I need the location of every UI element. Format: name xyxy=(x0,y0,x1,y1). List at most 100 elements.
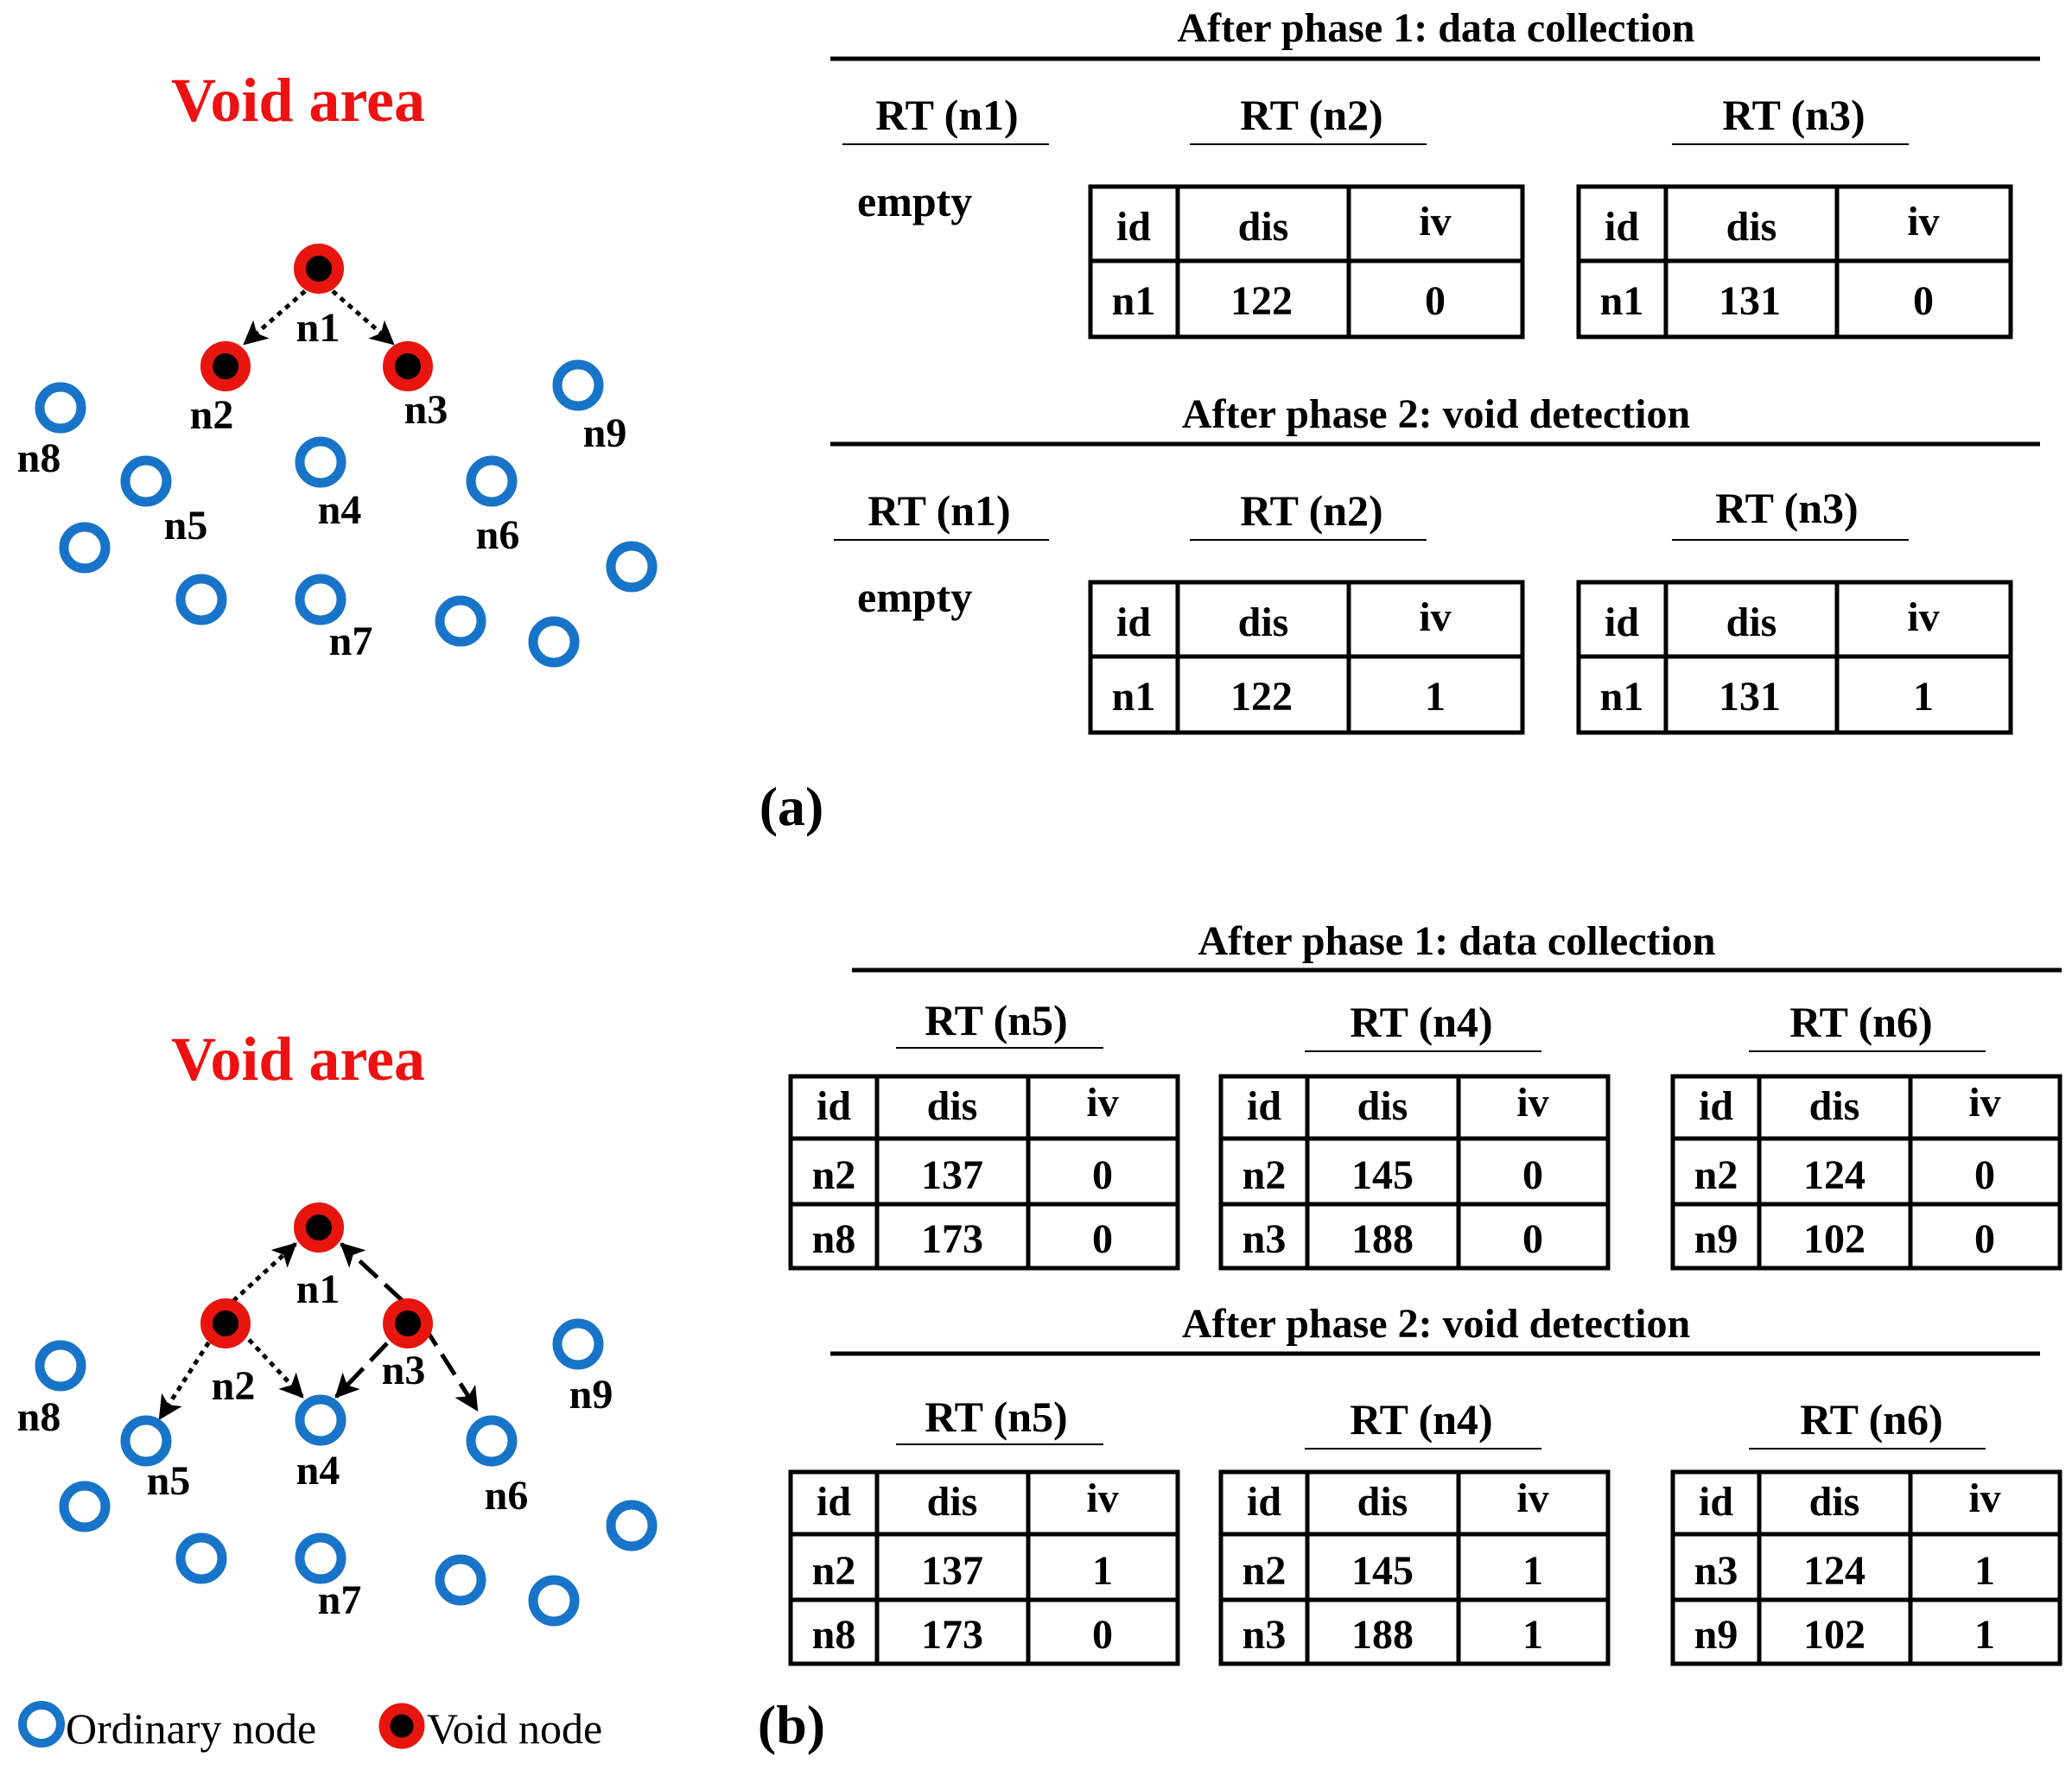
ordinary-node xyxy=(528,616,580,668)
table-header: id xyxy=(1247,1479,1281,1525)
table-header: iv xyxy=(1907,199,1939,244)
phase2-section-a: After phase 2: void detection RT (n1) RT… xyxy=(830,391,2040,735)
table-cell: 0 xyxy=(1092,1612,1113,1658)
table-cell: 145 xyxy=(1351,1152,1414,1198)
arrow-n2-n4 xyxy=(240,1330,304,1399)
table-cell: 0 xyxy=(1974,1152,1995,1198)
table-cell: 1 xyxy=(1522,1612,1543,1658)
ordinary-node xyxy=(175,1532,227,1584)
table-cell: 124 xyxy=(1803,1548,1865,1594)
void-node xyxy=(383,341,433,391)
table-cell: 0 xyxy=(1522,1152,1543,1198)
route-table: id dis iv n1 122 1 xyxy=(1088,580,1525,735)
table-cell: n1 xyxy=(1600,278,1644,324)
table-cell: 1 xyxy=(1092,1548,1113,1594)
table-cell: n3 xyxy=(1243,1612,1287,1658)
void-area-title: Void area xyxy=(171,1025,425,1094)
table-cell: n1 xyxy=(1112,674,1156,720)
phase-title: After phase 1: data collection xyxy=(1198,918,1715,964)
phase-title: After phase 2: void detection xyxy=(1182,1301,1690,1347)
table-cell: 137 xyxy=(921,1548,983,1594)
table-cell: 0 xyxy=(1092,1152,1113,1198)
route-table: id dis iv n1 122 0 xyxy=(1088,184,1525,339)
table-header: dis xyxy=(1238,600,1289,645)
ordinary-nodes-a xyxy=(35,359,658,668)
arrows-b xyxy=(157,1242,480,1420)
table-header: dis xyxy=(1809,1479,1860,1525)
table-cell: 173 xyxy=(921,1216,983,1262)
rt-label: RT (n5) xyxy=(925,1393,1067,1441)
ordinary-nodes-b xyxy=(35,1318,658,1627)
void-node xyxy=(200,1298,251,1348)
table-cell: 0 xyxy=(1425,278,1446,324)
ordinary-node xyxy=(552,359,604,411)
table-header: iv xyxy=(1086,1080,1118,1126)
table-cell: 145 xyxy=(1351,1548,1414,1594)
node-label-n4: n4 xyxy=(296,1448,340,1494)
table-cell: 122 xyxy=(1230,278,1293,324)
void-node xyxy=(294,244,344,294)
rt-label: RT (n2) xyxy=(1240,91,1382,139)
legend: Ordinary node Void node xyxy=(18,1701,602,1753)
node-label-n6: n6 xyxy=(485,1473,529,1519)
table-header: iv xyxy=(1419,199,1451,244)
ordinary-node xyxy=(435,595,486,647)
table-header: dis xyxy=(1238,204,1289,250)
arrows-a xyxy=(243,289,395,346)
ordinary-node xyxy=(466,1415,518,1467)
phase-title: After phase 2: void detection xyxy=(1182,391,1690,437)
table-header: id xyxy=(1605,204,1639,250)
rt-label: RT (n4) xyxy=(1350,1395,1492,1443)
arrow-n1-n3 xyxy=(331,289,395,346)
ordinary-node xyxy=(552,1318,604,1370)
table-cell: n9 xyxy=(1694,1216,1738,1262)
void-area-title: Void area xyxy=(171,66,425,135)
node-label-n2: n2 xyxy=(212,1363,256,1409)
table-header: id xyxy=(1116,600,1151,645)
rt-label: RT (n5) xyxy=(925,996,1067,1044)
network-b: Void area xyxy=(17,1025,658,1627)
phase2-section-b: After phase 2: void detection RT (n5) RT… xyxy=(788,1301,2062,1666)
panel-label-a: (a) xyxy=(760,776,824,837)
ordinary-node xyxy=(59,522,111,574)
phase1-section-a: After phase 1: data collection RT (n1) R… xyxy=(830,5,2040,339)
node-label-n8: n8 xyxy=(17,435,61,481)
arrow-n3-n1 xyxy=(340,1242,404,1303)
node-label-n6: n6 xyxy=(476,512,520,558)
table-cell: 0 xyxy=(1974,1216,1995,1262)
route-table: id dis iv n2 145 1 n3 188 1 xyxy=(1218,1469,1611,1666)
table-cell: 124 xyxy=(1803,1152,1865,1198)
legend-void-label: Void node xyxy=(427,1704,602,1753)
rt-label: RT (n3) xyxy=(1715,484,1858,532)
route-table: id dis iv n1 131 1 xyxy=(1576,580,2013,735)
table-cell: n3 xyxy=(1694,1548,1738,1594)
table-cell: 102 xyxy=(1803,1612,1865,1658)
table-header: dis xyxy=(1726,204,1777,250)
empty-text: empty xyxy=(857,177,972,225)
panel-b: Void area xyxy=(17,918,2062,1755)
table-cell: 1 xyxy=(1974,1612,1995,1658)
arrow-n3-n6 xyxy=(421,1323,480,1412)
arrow-n2-n5 xyxy=(157,1332,217,1420)
ordinary-node xyxy=(295,1394,346,1446)
node-label-n5: n5 xyxy=(147,1458,191,1504)
node-label-n8: n8 xyxy=(17,1394,61,1440)
node-label-n4: n4 xyxy=(318,487,362,533)
table-header: id xyxy=(817,1479,851,1525)
table-cell: 102 xyxy=(1803,1216,1865,1262)
table-header: dis xyxy=(1357,1479,1408,1525)
table-header: iv xyxy=(1968,1080,2000,1126)
table-cell: 1 xyxy=(1425,674,1446,720)
route-table: id dis iv n2 137 1 n8 173 0 xyxy=(788,1469,1180,1666)
table-header: dis xyxy=(1809,1083,1860,1129)
ordinary-node xyxy=(606,541,658,593)
table-header: dis xyxy=(1726,600,1777,645)
panel-label-b: (b) xyxy=(758,1694,825,1755)
node-label-n1: n1 xyxy=(296,1266,340,1312)
rt-label: RT (n1) xyxy=(875,91,1018,139)
table-cell: n2 xyxy=(812,1548,856,1594)
empty-text: empty xyxy=(857,573,972,621)
node-label-n7: n7 xyxy=(329,619,373,664)
table-header: iv xyxy=(1968,1475,2000,1521)
table-cell: n8 xyxy=(812,1216,856,1262)
